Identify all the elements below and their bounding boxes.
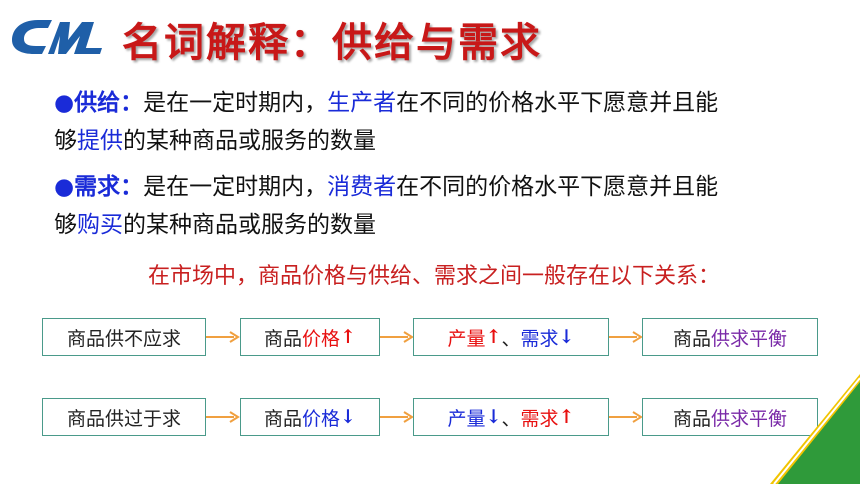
output-label: 产量 (447, 407, 486, 430)
text: 在不同的价格水平下愿意并且能 (396, 174, 719, 200)
supply-term: 供给 (74, 90, 121, 116)
highlight-consumer: 消费者 (327, 174, 397, 200)
row1-box-balance: 商品供求平衡 (642, 318, 818, 356)
arrow-right-icon (206, 331, 240, 343)
arrow-up-icon: ↑ (558, 406, 575, 428)
row1-box-output-demand: 产量↑、需求↓ (413, 318, 609, 356)
demand-line-2: 够购买的某种商品或服务的数量 (54, 206, 718, 244)
corner-decoration (770, 374, 860, 484)
row1-box-price: 商品价格↑ (240, 318, 380, 356)
row2-box-surplus: 商品供过于求 (42, 398, 206, 436)
text: 是在一定时期内， (143, 174, 328, 200)
relation-subtitle: 在市场中，商品价格与供给、需求之间一般存在以下关系： (148, 264, 721, 289)
arrow-right-icon (206, 411, 240, 423)
arrow-down-icon: ↓ (485, 406, 502, 428)
balance-label: 供求平衡 (711, 407, 788, 430)
box-text: 商品供过于求 (66, 407, 181, 430)
supply-line-2: 够提供的某种商品或服务的数量 (54, 122, 718, 160)
highlight-provide: 提供 (77, 128, 123, 154)
page-title: 名词解释：供给与需求 (122, 20, 542, 66)
arrow-right-icon (380, 411, 414, 423)
row2-box-output-demand: 产量↓、需求↑ (413, 398, 609, 436)
arrow-right-icon (609, 331, 643, 343)
price-label: 价格 (302, 327, 341, 350)
arrow-down-icon: ↓ (340, 406, 356, 428)
highlight-producer: 生产者 (327, 90, 397, 116)
box-text: 商品 (264, 327, 303, 350)
demand-term: 需求 (74, 174, 121, 200)
box-text: 商品 (672, 407, 711, 430)
text: 是在一定时期内， (143, 90, 328, 116)
term-colon: ： (120, 90, 144, 116)
text: 的某种商品或服务的数量 (123, 128, 376, 154)
balance-label: 供求平衡 (711, 327, 788, 350)
text: 在不同的价格水平下愿意并且能 (396, 90, 719, 116)
demand-definition: ●需求：是在一定时期内，消费者在不同的价格水平下愿意并且能 够购买的某种商品或服… (54, 168, 718, 244)
row2-box-balance: 商品供求平衡 (642, 398, 818, 436)
demand-label: 需求 (520, 327, 559, 350)
row2-box-price: 商品价格↓ (240, 398, 380, 436)
arrow-up-icon: ↑ (340, 326, 356, 348)
demand-label: 需求 (520, 407, 559, 430)
supply-line-1: ●供给：是在一定时期内，生产者在不同的价格水平下愿意并且能 (54, 84, 718, 122)
supply-definition: ●供给：是在一定时期内，生产者在不同的价格水平下愿意并且能 够提供的某种商品或服… (54, 84, 718, 160)
bullet-icon: ● (54, 174, 75, 200)
arrow-up-icon: ↑ (485, 326, 502, 348)
box-text: 商品 (672, 327, 711, 350)
term-colon: ： (120, 174, 144, 200)
separator: 、 (501, 327, 521, 350)
arrow-down-icon: ↓ (558, 326, 575, 348)
separator: 、 (501, 407, 521, 430)
arrow-right-icon (380, 331, 414, 343)
text: 够 (54, 212, 77, 238)
price-label: 价格 (302, 407, 341, 430)
demand-line-1: ●需求：是在一定时期内，消费者在不同的价格水平下愿意并且能 (54, 168, 718, 206)
highlight-buy: 购买 (77, 212, 123, 238)
box-text: 商品 (264, 407, 303, 430)
text: 够 (54, 128, 77, 154)
row1-box-shortage: 商品供不应求 (42, 318, 206, 356)
arrow-right-icon (609, 411, 643, 423)
logo-cm-icon (12, 20, 102, 54)
output-label: 产量 (447, 327, 486, 350)
box-text: 商品供不应求 (66, 327, 181, 350)
bullet-icon: ● (54, 90, 75, 116)
text: 的某种商品或服务的数量 (123, 212, 376, 238)
